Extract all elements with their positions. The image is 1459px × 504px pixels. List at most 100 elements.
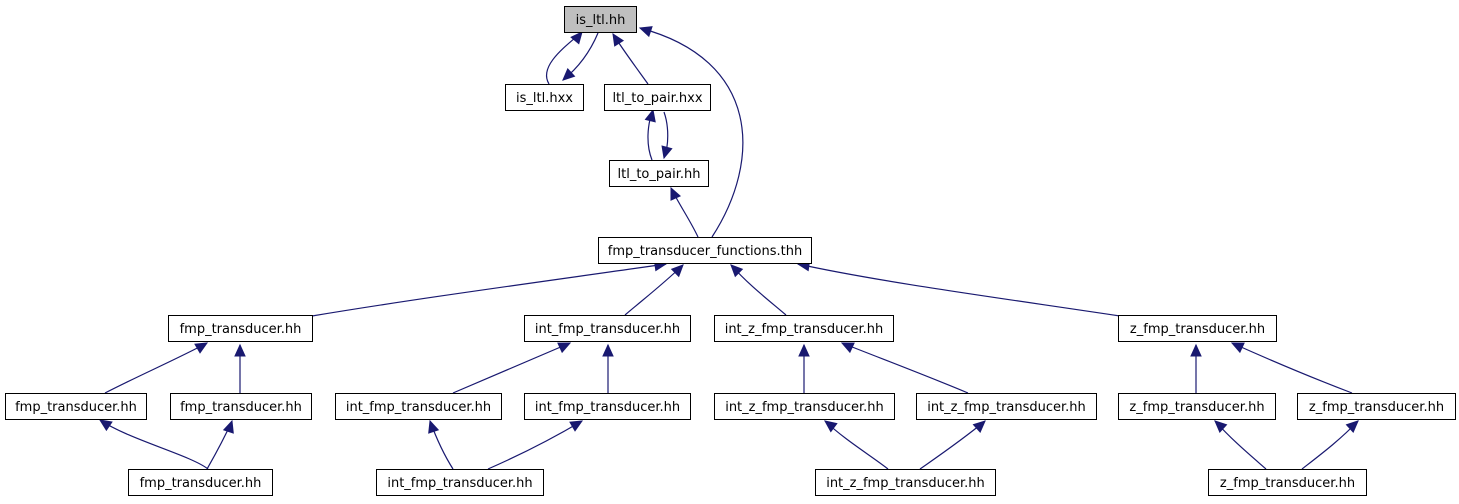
edge-z_fmp2a-to-z_fmp1 bbox=[1190, 343, 1202, 393]
arrowhead-icon bbox=[1345, 420, 1359, 434]
node-int-fmp2a[interactable]: int_fmp_transducer.hh bbox=[335, 393, 502, 420]
edge-int_fmp3-to-int_fmp2b bbox=[487, 420, 584, 470]
node-int-z-fmp2a[interactable]: int_z_fmp_transducer.hh bbox=[714, 393, 895, 420]
node-label: is_ltl.hh bbox=[576, 13, 626, 28]
edge-line bbox=[452, 342, 571, 394]
arrowhead-icon bbox=[638, 26, 653, 38]
arrowhead-icon bbox=[612, 32, 625, 47]
arrowhead-icon bbox=[570, 31, 583, 45]
edges-layer bbox=[98, 26, 1359, 470]
node-is-ltl-hh[interactable]: is_ltl.hh bbox=[564, 6, 637, 33]
edge-fmp3-to-fmp2b bbox=[206, 419, 234, 470]
node-int-z-fmp2b[interactable]: int_z_fmp_transducer.hh bbox=[916, 393, 1097, 420]
node-ltl-to-pair-hh[interactable]: ltl_to_pair.hh bbox=[609, 160, 709, 187]
arrowhead-icon bbox=[428, 419, 440, 434]
node-box bbox=[815, 469, 996, 496]
edge-line bbox=[99, 419, 209, 470]
node-z-fmp2a[interactable]: z_fmp_transducer.hh bbox=[1118, 393, 1276, 420]
arrowhead-icon bbox=[569, 420, 584, 432]
arrowhead-icon bbox=[1230, 342, 1245, 354]
node-fmp2a[interactable]: fmp_transducer.hh bbox=[5, 393, 147, 420]
node-box bbox=[168, 315, 313, 342]
arrowhead-icon bbox=[824, 420, 838, 433]
edge-int_fmp2b-to-int_fmp1 bbox=[602, 343, 614, 393]
edge-int_fmp3-to-int_fmp2a bbox=[428, 419, 454, 470]
node-box bbox=[524, 393, 691, 420]
node-box bbox=[524, 315, 691, 342]
edge-z_fmp3-to-z_fmp2b bbox=[1301, 420, 1359, 470]
node-z-fmp2b[interactable]: z_fmp_transducer.hh bbox=[1297, 393, 1456, 420]
node-label: int_z_fmp_transducer.hh bbox=[725, 400, 884, 415]
node-box bbox=[1297, 393, 1456, 420]
node-box bbox=[1208, 469, 1367, 496]
arrowhead-icon bbox=[798, 343, 810, 357]
arrowhead-icon bbox=[222, 419, 234, 434]
node-box bbox=[170, 393, 312, 420]
node-z-fmp3[interactable]: z_fmp_transducer.hh bbox=[1208, 469, 1367, 496]
node-label: fmp_transducer.hh bbox=[140, 476, 262, 491]
edge-ltl_to_pair_hh-to-ltl_to_pair_hxx bbox=[644, 108, 656, 161]
edge-is_ltl_hxx-to-is_ltl_hh bbox=[546, 31, 583, 85]
node-fmp-funcs[interactable]: fmp_transducer_functions.thh bbox=[598, 237, 812, 264]
node-box bbox=[505, 84, 584, 111]
node-label: int_z_fmp_transducer.hh bbox=[725, 322, 884, 337]
node-label: int_fmp_transducer.hh bbox=[535, 322, 680, 337]
node-fmp2b[interactable]: fmp_transducer.hh bbox=[170, 393, 312, 420]
node-label: int_fmp_transducer.hh bbox=[535, 400, 680, 415]
node-box bbox=[376, 469, 544, 496]
edge-line bbox=[104, 342, 208, 394]
node-label: int_z_fmp_transducer.hh bbox=[927, 400, 1086, 415]
node-z-fmp1[interactable]: z_fmp_transducer.hh bbox=[1118, 315, 1277, 342]
edge-int_z_fmp3-to-int_z_fmp2a bbox=[824, 420, 889, 470]
arrowhead-icon bbox=[661, 145, 673, 160]
arrowhead-icon bbox=[972, 420, 986, 433]
arrowhead-icon bbox=[644, 108, 656, 123]
node-label: is_ltl.hxx bbox=[516, 91, 573, 106]
node-label: int_fmp_transducer.hh bbox=[346, 400, 491, 415]
arrowhead-icon bbox=[557, 342, 572, 354]
node-box bbox=[598, 237, 812, 264]
node-box bbox=[564, 6, 637, 33]
node-label: fmp_transducer.hh bbox=[15, 400, 137, 415]
node-label: fmp_transducer.hh bbox=[180, 322, 302, 337]
edge-int_fmp2a-to-int_fmp1 bbox=[452, 342, 572, 394]
edge-z_fmp3-to-z_fmp2a bbox=[1214, 420, 1267, 470]
arrowhead-icon bbox=[562, 67, 576, 81]
edge-fmp_funcs-to-is_ltl_hh bbox=[638, 26, 744, 238]
node-ltl-to-pair-hxx[interactable]: ltl_to_pair.hxx bbox=[604, 84, 711, 111]
node-label: int_z_fmp_transducer.hh bbox=[826, 476, 985, 491]
arrowhead-icon bbox=[730, 264, 744, 278]
arrowhead-icon bbox=[234, 343, 246, 357]
edge-fmp_funcs-to-ltl_to_pair_hh bbox=[670, 186, 699, 238]
node-int-z-fmp3[interactable]: int_z_fmp_transducer.hh bbox=[815, 469, 996, 496]
arrowhead-icon bbox=[602, 343, 614, 357]
node-box bbox=[335, 393, 502, 420]
node-is-ltl-hxx[interactable]: is_ltl.hxx bbox=[505, 84, 584, 111]
edge-line bbox=[1231, 342, 1353, 394]
arrowhead-icon bbox=[194, 342, 209, 354]
node-box bbox=[1118, 393, 1276, 420]
node-int-fmp1[interactable]: int_fmp_transducer.hh bbox=[524, 315, 691, 342]
node-box bbox=[5, 393, 147, 420]
edge-z_fmp2b-to-z_fmp1 bbox=[1230, 342, 1353, 394]
node-label: ltl_to_pair.hh bbox=[618, 167, 701, 182]
edge-is_ltl_hh-to-is_ltl_hxx bbox=[562, 32, 599, 81]
edge-fmp1-to-fmp_funcs bbox=[311, 259, 668, 317]
arrowhead-icon bbox=[1214, 420, 1228, 434]
node-box bbox=[714, 393, 895, 420]
node-label: z_fmp_transducer.hh bbox=[1220, 476, 1355, 491]
nodes-layer: is_ltl.hh is_ltl.hxx ltl_to_pair.hxx ltl_to… bbox=[5, 6, 1456, 496]
edge-line bbox=[487, 420, 583, 470]
node-fmp1[interactable]: fmp_transducer.hh bbox=[168, 315, 313, 342]
node-label: ltl_to_pair.hxx bbox=[612, 91, 702, 106]
edge-line bbox=[824, 420, 889, 470]
edge-fmp3-to-fmp2a bbox=[98, 419, 209, 470]
edge-fmp2a-to-fmp1 bbox=[104, 342, 209, 394]
node-int-z-fmp1[interactable]: int_z_fmp_transducer.hh bbox=[714, 315, 894, 342]
arrowhead-icon bbox=[840, 342, 855, 354]
node-int-fmp3[interactable]: int_fmp_transducer.hh bbox=[376, 469, 544, 496]
node-int-fmp2b[interactable]: int_fmp_transducer.hh bbox=[524, 393, 691, 420]
node-fmp3[interactable]: fmp_transducer.hh bbox=[128, 469, 273, 496]
node-box bbox=[609, 160, 709, 187]
